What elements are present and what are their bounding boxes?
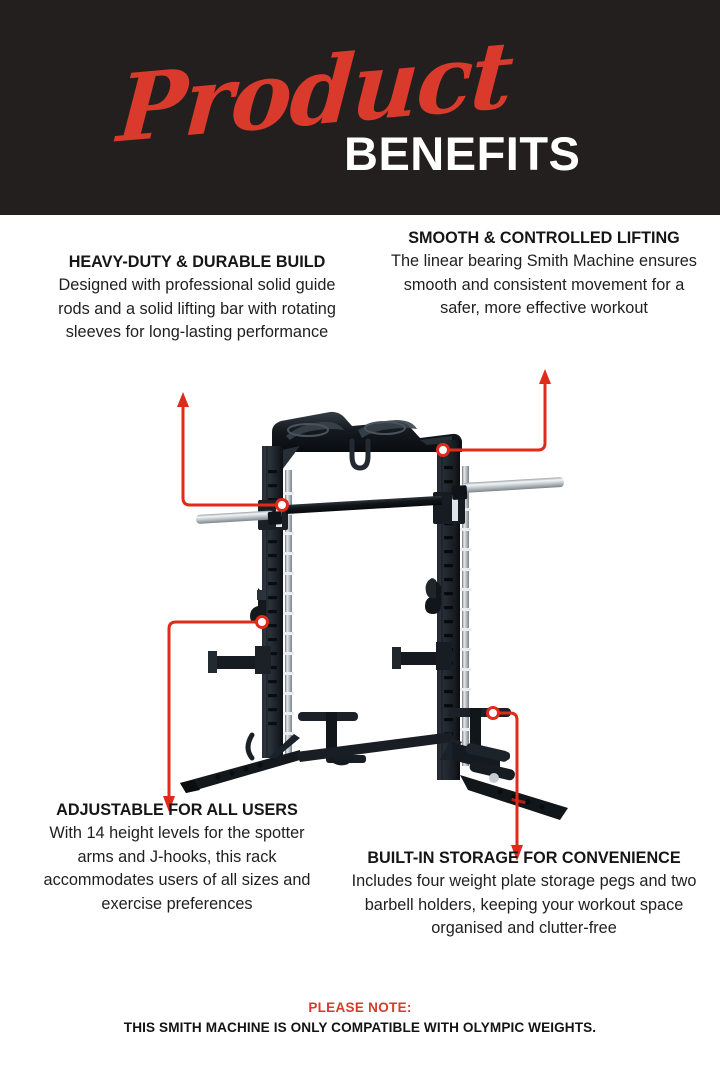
callout-heading: HEAVY-DUTY & DURABLE BUILD <box>68 253 326 271</box>
callout-heavy-duty: HEAVY-DUTY & DURABLE BUILD Designed with… <box>46 252 348 345</box>
please-note-label: PLEASE NOTE: <box>308 1000 412 1015</box>
callout-heading: SMOOTH & CONTROLLED LIFTING <box>408 229 680 247</box>
page-title-bold: BENEFITS <box>344 127 581 180</box>
callout-smooth-lifting: SMOOTH & CONTROLLED LIFTING The linear b… <box>384 228 704 321</box>
content-area <box>0 215 720 1080</box>
callout-body: Includes four weight plate storage pegs … <box>351 872 697 937</box>
callout-body: With 14 height levels for the spotter ar… <box>43 824 311 913</box>
callout-storage: BUILT-IN STORAGE FOR CONVENIENCE Include… <box>338 848 710 941</box>
header-banner: Product BENEFITS <box>0 0 720 215</box>
callout-body: Designed with professional solid guide r… <box>58 276 336 341</box>
callout-heading: ADJUSTABLE FOR ALL USERS <box>56 801 298 819</box>
callout-body: The linear bearing Smith Machine ensures… <box>391 252 697 317</box>
callout-heading: BUILT-IN STORAGE FOR CONVENIENCE <box>367 849 681 867</box>
callout-adjustable: ADJUSTABLE FOR ALL USERS With 14 height … <box>32 800 322 916</box>
footer-note: PLEASE NOTE: THIS SMITH MACHINE IS ONLY … <box>0 998 720 1038</box>
compatibility-note: THIS SMITH MACHINE IS ONLY COMPATIBLE WI… <box>123 1020 597 1035</box>
